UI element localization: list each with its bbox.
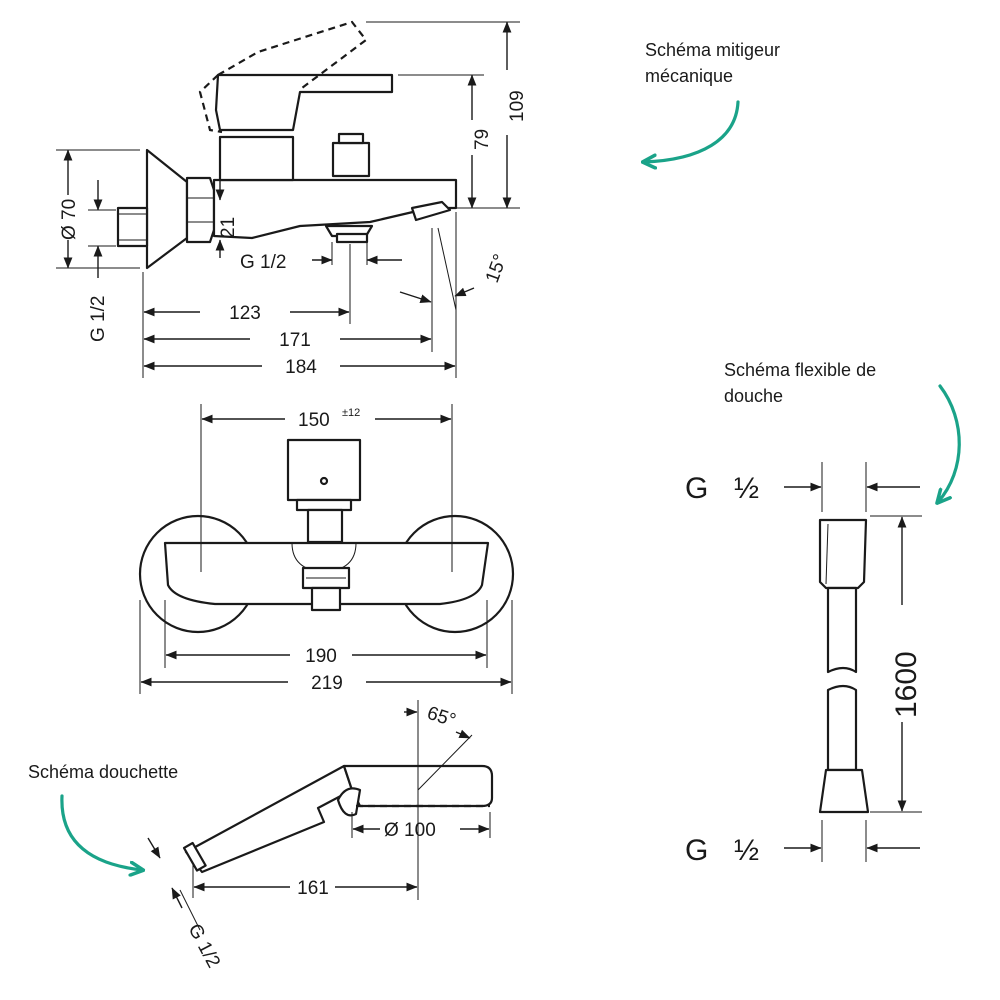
mixer-body	[212, 178, 458, 240]
dim-g12-handshower: G 1/2	[184, 920, 224, 971]
diverter-knob	[331, 141, 371, 178]
dim-123: 123	[229, 303, 261, 324]
hose-upper	[826, 586, 858, 674]
lever-raised-dashed	[217, 20, 368, 89]
caption-flexible: Schéma flexible de douche	[724, 360, 881, 406]
dim-79: 79	[472, 129, 493, 150]
dim-d100: Ø 100	[384, 820, 436, 841]
hose-length: 1600	[890, 651, 923, 718]
hose-top-half: ½	[734, 472, 759, 505]
hose-lower	[826, 684, 858, 772]
arrow-mitigeur	[644, 100, 740, 162]
lever-base	[218, 135, 295, 182]
lever-handle	[214, 73, 394, 132]
hose-bottom-g: G	[685, 834, 708, 867]
dim-184: 184	[285, 357, 317, 378]
dim-150: 150	[298, 410, 330, 431]
mixer-front-view: 150 ±12 190 219	[138, 404, 515, 694]
handshower-handle	[184, 764, 354, 874]
hose-bottom-fitting	[818, 768, 870, 814]
dim-d70: Ø 70	[59, 199, 80, 240]
handshower-connector	[182, 841, 207, 872]
mixer-side-view: Ø 70 G 1/2 21 G 1/2 79 109 15°	[56, 20, 528, 378]
hose-top-g: G	[685, 472, 708, 505]
dim-150-tolerance: ±12	[342, 407, 360, 419]
dim-65deg: 65°	[424, 703, 458, 732]
caption-douchette: Schéma douchette	[28, 762, 178, 782]
wall-flange	[145, 148, 189, 270]
dim-g12-left: G 1/2	[88, 296, 109, 342]
arrow-douchette	[60, 794, 142, 870]
dim-161: 161	[297, 878, 329, 899]
dim-171: 171	[279, 330, 311, 351]
arrow-flexible	[938, 384, 961, 502]
spout-outlet	[410, 200, 452, 222]
caption-mitigeur: Schéma mitigeur mécanique	[645, 40, 785, 86]
hose-bottom-half: ½	[734, 834, 759, 867]
dim-190: 190	[305, 646, 337, 667]
nut	[185, 176, 216, 244]
front-lever	[286, 438, 362, 502]
dim-15deg: 15°	[482, 252, 512, 286]
dim-21: 21	[218, 217, 239, 238]
hose-top-fitting	[818, 518, 868, 590]
handshower-view: 65° Ø 100 161 G 1/2	[147, 700, 494, 971]
dim-219: 219	[311, 673, 343, 694]
dim-g12-spout: G 1/2	[240, 252, 286, 273]
hose-view: G ½ 1600 G ½	[685, 462, 923, 867]
dim-109: 109	[507, 90, 528, 122]
